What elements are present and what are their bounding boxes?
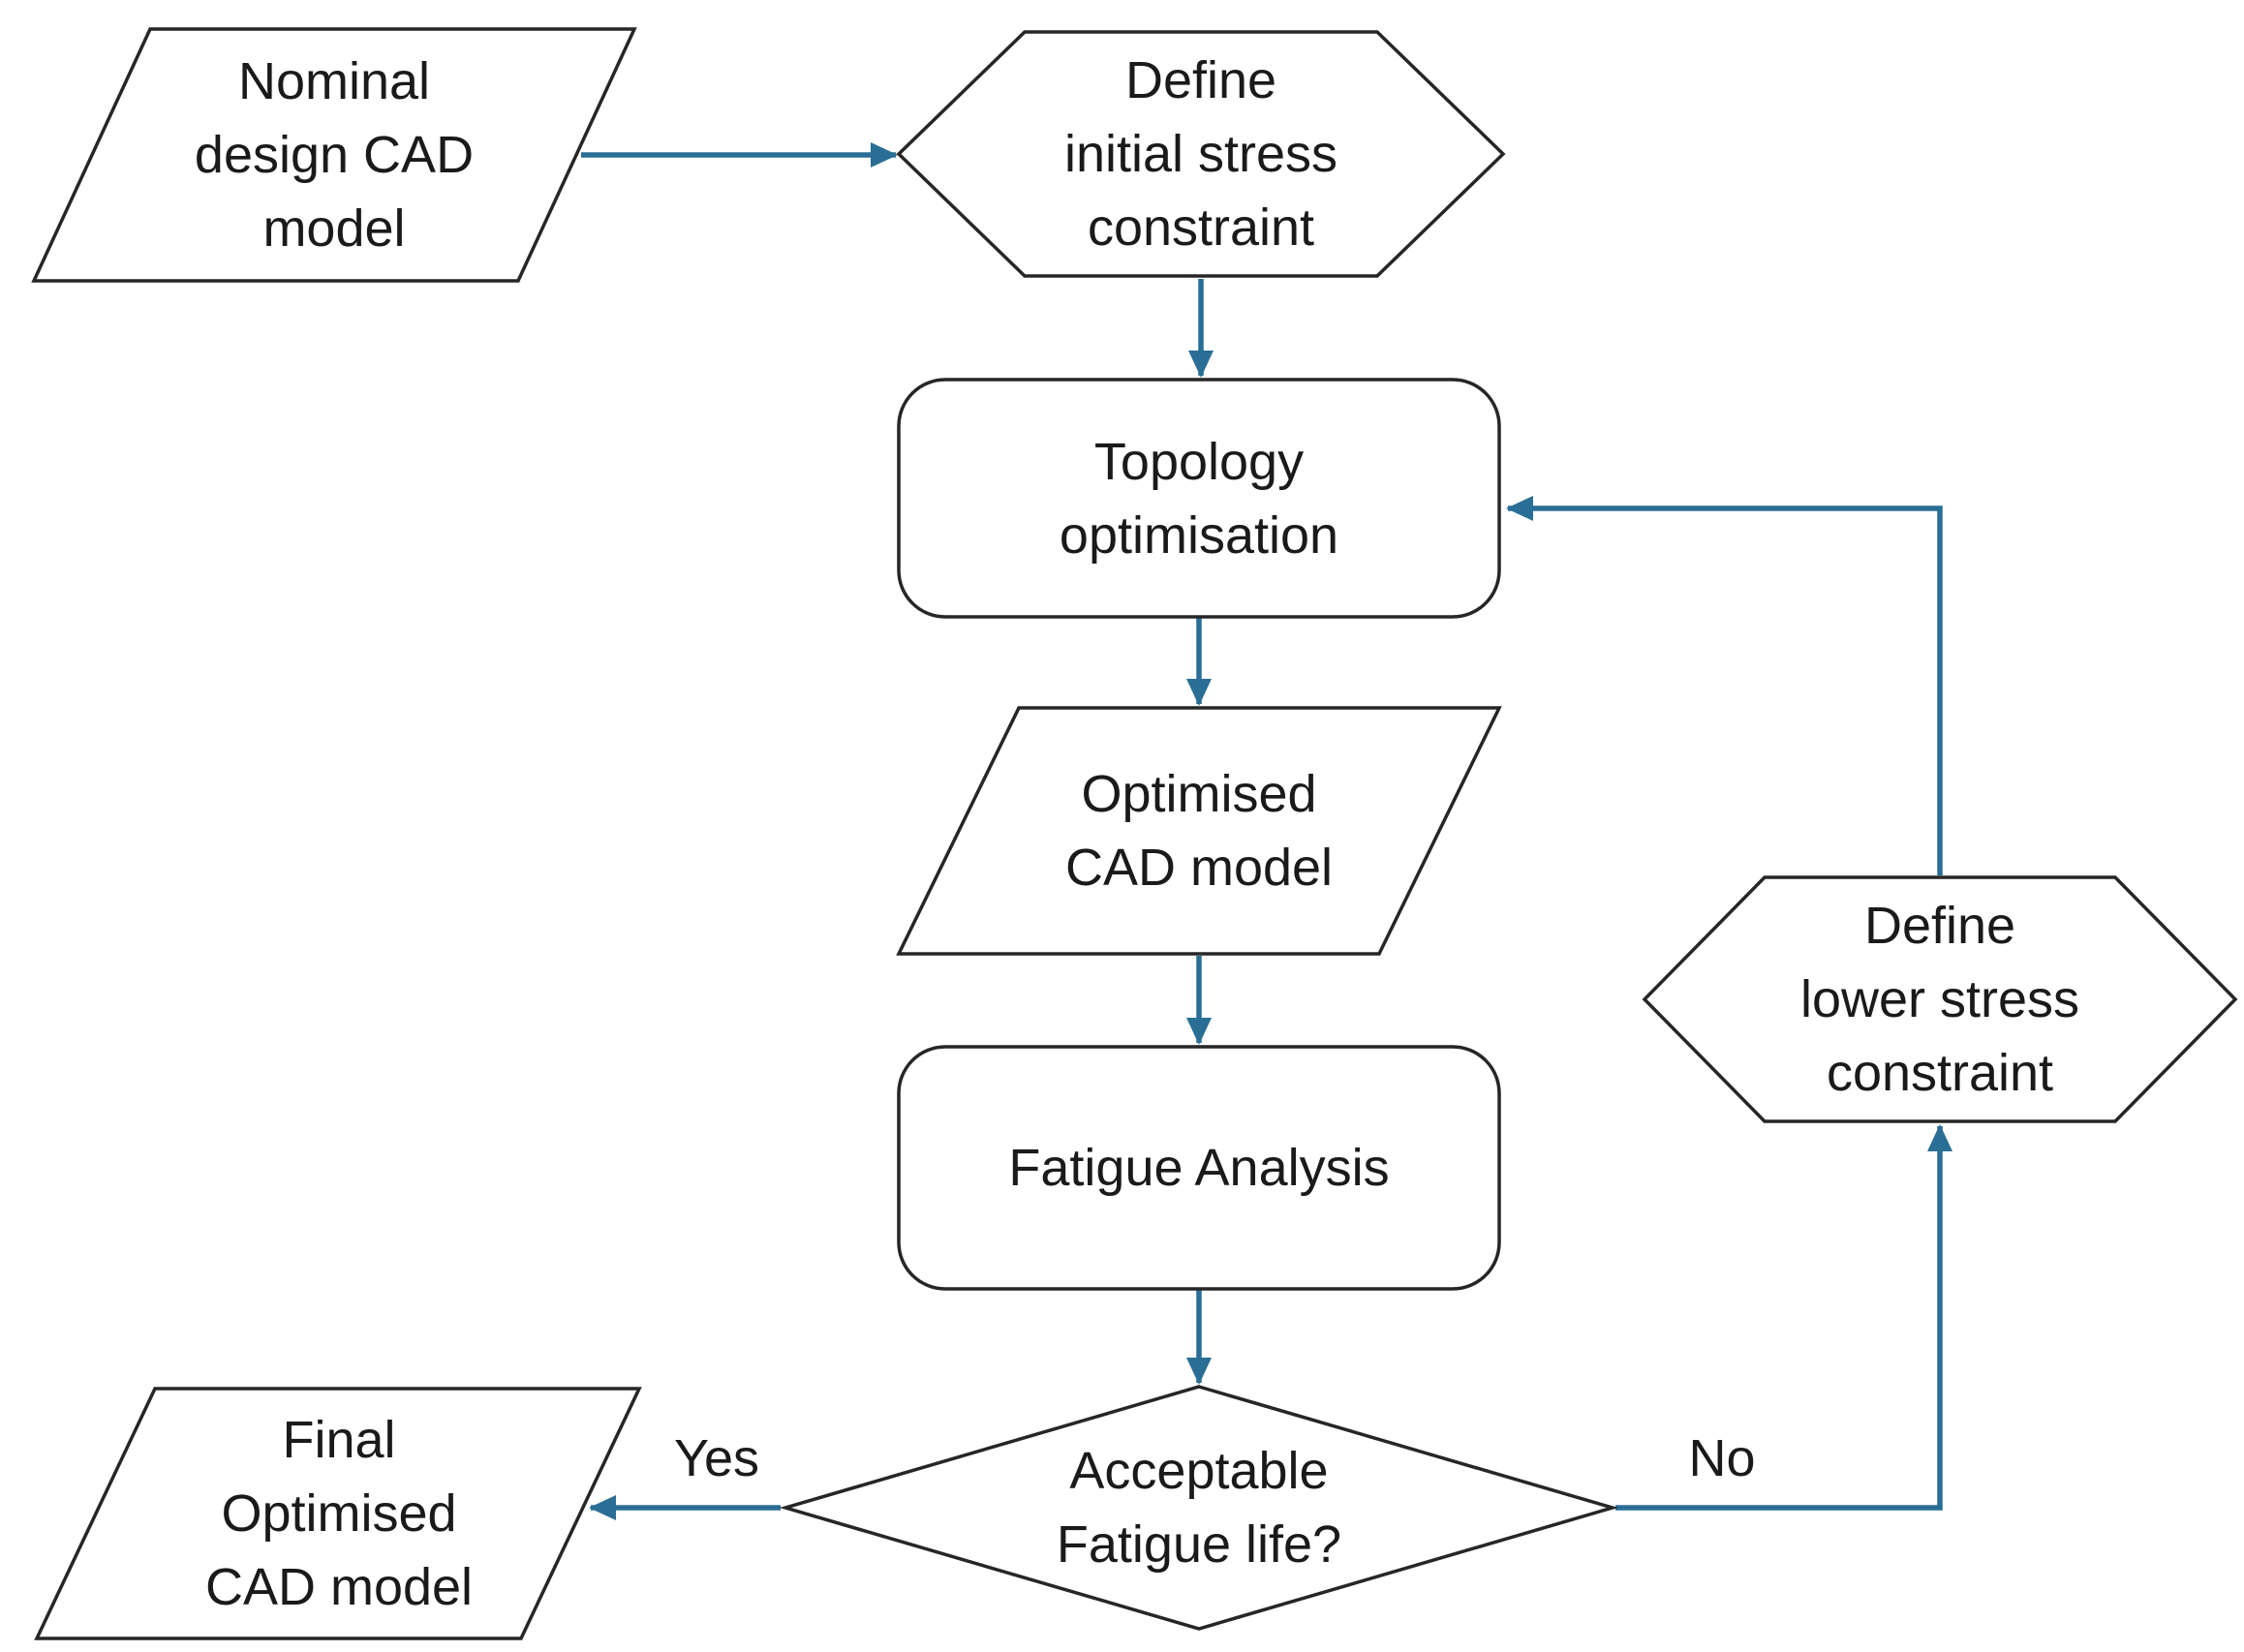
node-label-line: constraint (1827, 1044, 2053, 1102)
node-label-line: CAD model (1065, 839, 1333, 897)
node-label-line: Final (282, 1411, 395, 1469)
node-define-initial-stress-constraint: Define initial stress constraint (896, 30, 1506, 278)
node-topology-optimisation: Topology optimisation (897, 378, 1501, 619)
node-label-line: Acceptable (1069, 1442, 1328, 1500)
node-label-line: lower stress (1800, 970, 2079, 1028)
node-label-line: Fatigue life? (1057, 1515, 1341, 1574)
node-label-line: initial stress (1064, 125, 1337, 183)
node-label-line: design CAD (195, 126, 474, 184)
edge-label-yes: Yes (674, 1429, 759, 1487)
node-acceptable-fatigue-life-decision: Acceptable Fatigue life? (779, 1385, 1619, 1631)
node-label-line: Optimised (1081, 765, 1316, 823)
node-optimised-cad-model: Optimised CAD model (896, 706, 1502, 956)
edge-lower-constraint-to-topology (1506, 496, 1943, 875)
edge-decision-to-lower-constraint-no (1615, 1124, 1952, 1511)
node-define-lower-stress-constraint: Define lower stress constraint (1642, 875, 2238, 1123)
node-label-line: optimisation (1060, 506, 1338, 565)
node-label-line: Optimised (221, 1484, 456, 1543)
node-label-line: Topology (1094, 433, 1304, 491)
node-final-optimised-cad-model: Final Optimised CAD model (34, 1387, 642, 1640)
parallelogram-shape (896, 706, 1502, 956)
parallelogram-shape (34, 1387, 642, 1640)
node-label-line: Nominal (238, 52, 430, 110)
hexagon-shape (1642, 875, 2238, 1123)
hexagon-shape (896, 30, 1506, 278)
edge-label-no: No (1688, 1429, 1755, 1487)
node-label-line: Define (1864, 897, 2015, 955)
node-label-line: Define (1125, 51, 1276, 109)
node-fatigue-analysis: Fatigue Analysis (897, 1045, 1501, 1291)
node-label-line: Fatigue Analysis (1008, 1139, 1389, 1197)
rounded-rectangle-shape (897, 1045, 1501, 1291)
node-label-line: constraint (1088, 199, 1314, 257)
rounded-rectangle-shape (897, 378, 1501, 619)
diamond-shape (779, 1385, 1619, 1631)
parallelogram-shape (31, 27, 637, 283)
node-label-line: model (262, 199, 405, 258)
node-label-line: CAD model (205, 1558, 473, 1616)
node-nominal-design-cad-model: Nominal design CAD model (31, 27, 637, 283)
